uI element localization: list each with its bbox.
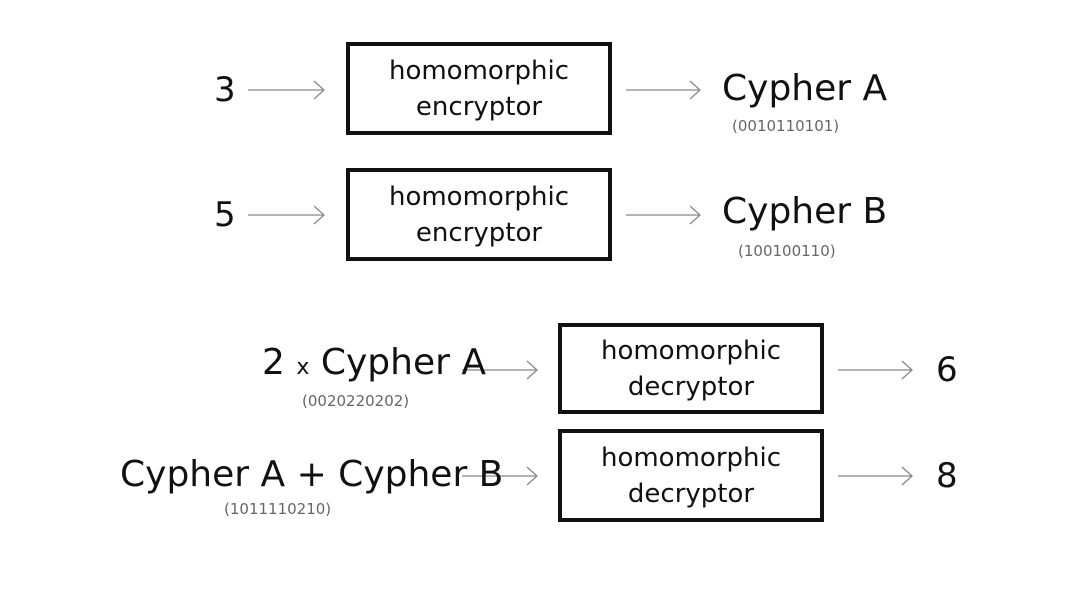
box-label-line2: decryptor <box>627 478 755 509</box>
decryptor-box: homomorphic decryptor <box>558 429 824 522</box>
box-label-line1: homomorphic <box>388 55 570 86</box>
arrow-expression-to-decryptor-1 <box>462 360 538 380</box>
input-value: 5 <box>214 195 236 235</box>
expression-term: Cypher A <box>320 342 486 383</box>
expression-binary: (0020220202) <box>302 392 410 410</box>
encryptor-box: homomorphic encryptor <box>346 168 612 261</box>
box-label-line1: homomorphic <box>600 442 782 473</box>
box-label-line1: homomorphic <box>600 335 782 366</box>
box-label-line1: homomorphic <box>388 181 570 212</box>
arrow-decryptor-to-result-1 <box>838 360 913 380</box>
arrow-expression-to-decryptor-2 <box>462 466 538 486</box>
box-label-line2: decryptor <box>627 371 755 402</box>
decrypted-result: 8 <box>936 456 958 496</box>
cypher-binary: (100100110) <box>738 242 836 260</box>
box-label-line2: encryptor <box>415 217 543 248</box>
arrow-decryptor-to-result-2 <box>838 466 913 486</box>
expression-sum: Cypher A + Cypher B <box>120 454 504 495</box>
box-label-line2: encryptor <box>415 91 543 122</box>
decryptor-box: homomorphic decryptor <box>558 323 824 414</box>
cypher-output: Cypher A <box>722 68 888 109</box>
arrow-input-to-encryptor-1 <box>248 80 325 100</box>
arrow-input-to-encryptor-2 <box>248 205 325 225</box>
expression-coefficient: 2 <box>262 342 285 383</box>
encryptor-box: homomorphic encryptor <box>346 42 612 135</box>
arrow-encryptor-to-output-2 <box>626 205 701 225</box>
cypher-output: Cypher B <box>722 191 888 232</box>
expression-operator: x <box>296 355 310 380</box>
decrypted-result: 6 <box>936 350 958 390</box>
cypher-binary: (0010110101) <box>732 117 840 135</box>
expression-binary: (1011110210) <box>224 500 332 518</box>
expression-scalar-multiply: 2 x Cypher A <box>262 341 486 390</box>
arrow-encryptor-to-output-1 <box>626 80 701 100</box>
input-value: 3 <box>214 70 236 110</box>
